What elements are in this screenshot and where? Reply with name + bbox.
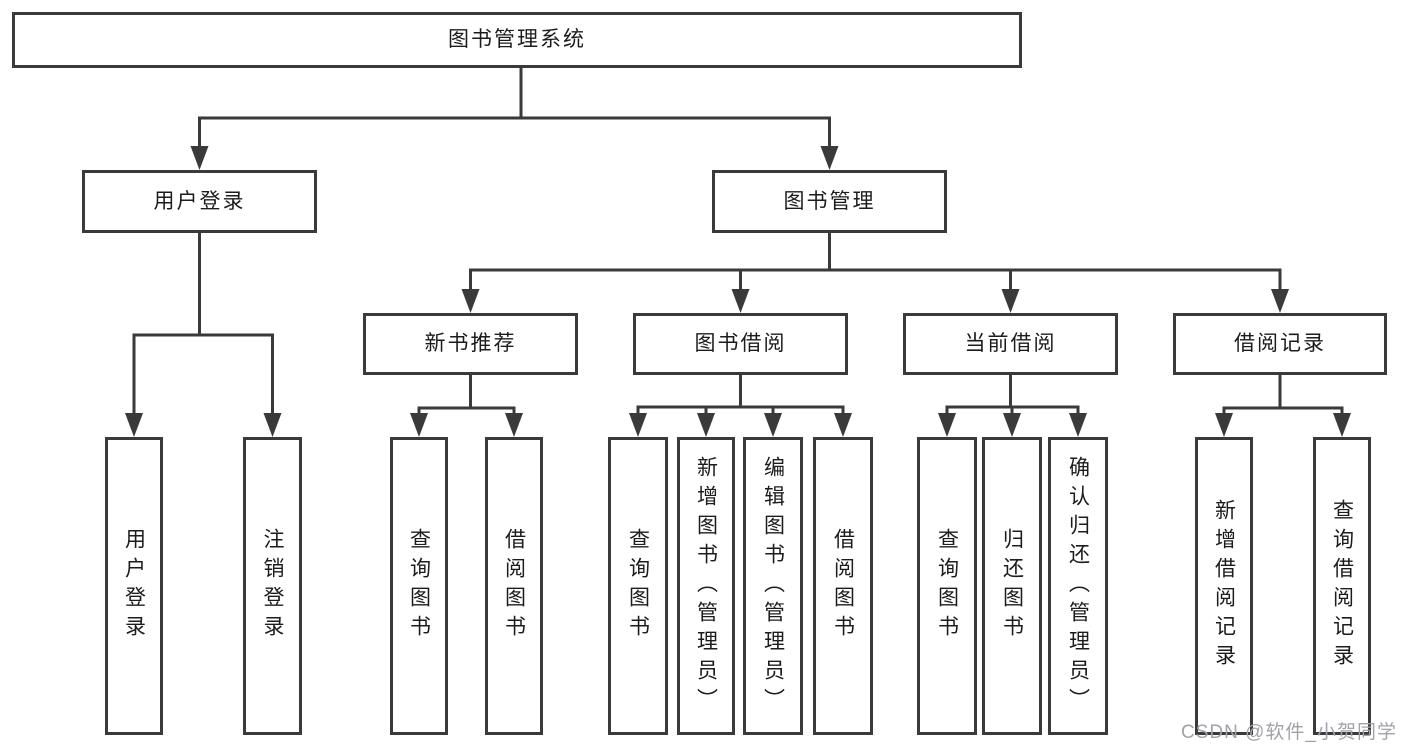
arrow-head xyxy=(505,413,523,437)
node-label: 确认归还（管理员） xyxy=(1066,455,1090,717)
node-bb-edit: 编辑图书（管理员） xyxy=(743,437,803,735)
node-label: 借阅图书 xyxy=(831,528,855,644)
node-nb-borrow: 借阅图书 xyxy=(485,437,543,735)
node-cb-return: 归还图书 xyxy=(982,437,1042,735)
node-label: 图书管理 xyxy=(783,189,876,213)
arrow-head xyxy=(1215,413,1233,437)
node-book-borrow: 图书借阅 xyxy=(633,313,848,375)
node-label: 新书推荐 xyxy=(424,332,517,356)
node-label: 新增借阅记录 xyxy=(1212,499,1236,673)
node-book-mgmt: 图书管理 xyxy=(712,170,947,233)
arrow-head xyxy=(410,413,428,437)
arrow-head xyxy=(820,146,839,170)
arrow-head xyxy=(1333,413,1351,437)
node-bb-borrow: 借阅图书 xyxy=(813,437,873,735)
node-bb-query: 查询图书 xyxy=(608,437,668,735)
node-label: 查询图书 xyxy=(626,528,650,644)
node-label: 归还图书 xyxy=(1000,528,1024,644)
node-label: 查询图书 xyxy=(407,528,431,644)
arrow-head xyxy=(834,413,852,437)
node-login: 用户登录 xyxy=(105,437,163,735)
node-label: 图书管理系统 xyxy=(448,28,586,52)
arrow-head xyxy=(1069,413,1087,437)
node-label: 新增图书（管理员） xyxy=(694,455,718,717)
node-nb-query: 查询图书 xyxy=(390,437,448,735)
node-cb-confirm: 确认归还（管理员） xyxy=(1048,437,1108,735)
node-user-login: 用户登录 xyxy=(82,170,317,233)
node-label: 借阅记录 xyxy=(1234,332,1326,356)
node-label: 查询借阅记录 xyxy=(1330,499,1354,673)
node-logout: 注销登录 xyxy=(243,437,302,735)
node-label: 用户登录 xyxy=(122,528,146,644)
node-br-query: 查询借阅记录 xyxy=(1313,437,1371,735)
arrow-head xyxy=(1001,289,1020,313)
watermark: CSDN @软件_小贺同学 xyxy=(1181,722,1397,743)
node-new-book-rec: 新书推荐 xyxy=(363,313,578,375)
node-label: 编辑图书（管理员） xyxy=(761,455,785,717)
arrow-head xyxy=(190,146,209,170)
node-label: 注销登录 xyxy=(261,528,284,644)
arrow-head xyxy=(125,413,143,437)
node-cb-query: 查询图书 xyxy=(917,437,977,735)
node-label: 图书借阅 xyxy=(694,332,787,356)
arrow-head xyxy=(697,413,715,437)
node-current-borrow: 当前借阅 xyxy=(903,313,1118,375)
arrow-head xyxy=(764,413,782,437)
node-borrow-records: 借阅记录 xyxy=(1173,313,1387,375)
arrow-head xyxy=(629,413,647,437)
node-label: 用户登录 xyxy=(153,189,246,213)
node-label: 当前借阅 xyxy=(964,332,1057,356)
node-br-add: 新增借阅记录 xyxy=(1195,437,1253,735)
node-root: 图书管理系统 xyxy=(12,12,1022,68)
node-label: 借阅图书 xyxy=(502,528,526,644)
arrow-head xyxy=(1271,289,1289,313)
node-bb-add: 新增图书（管理员） xyxy=(677,437,735,735)
arrow-head xyxy=(938,413,956,437)
node-label: 查询图书 xyxy=(935,528,959,644)
arrow-head xyxy=(263,413,282,437)
arrow-head xyxy=(731,289,750,313)
arrow-head xyxy=(1003,413,1021,437)
arrow-head xyxy=(461,289,480,313)
